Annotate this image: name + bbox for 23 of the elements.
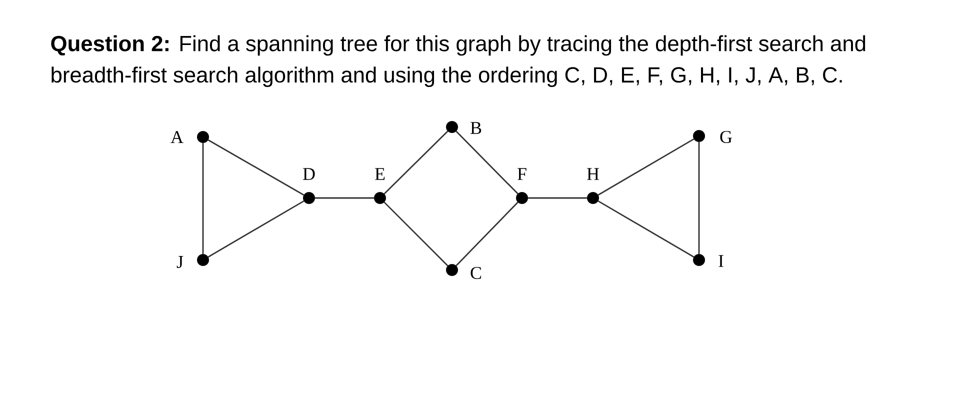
vertex-label: A <box>170 131 184 143</box>
vertex-label: B <box>470 122 482 134</box>
graph-edge <box>208 139 304 196</box>
graph-edge <box>456 130 518 194</box>
graph-edge <box>384 130 448 194</box>
question-text: Question 2: Find a spanning tree for this graph by tracing the depth-first search and breadth-first search algorithm and using the ordering C, D, E, F, G, H, I, J, A, B, C. <box>51 35 866 87</box>
vertex-label: I <box>718 255 724 267</box>
vertex-label: C <box>470 266 482 280</box>
vertex-label: D <box>303 168 315 180</box>
graph-edge <box>528 197 588 199</box>
vertex-label: G <box>720 130 732 144</box>
vertex-label: H <box>587 168 599 180</box>
vertex-label: E <box>375 168 385 180</box>
graph-edge <box>384 202 448 266</box>
graph-edge <box>598 200 694 258</box>
graph-edge <box>314 197 374 199</box>
vertex-label: F <box>518 168 526 180</box>
graph-edge <box>208 200 304 258</box>
graph-edge <box>598 138 694 196</box>
graph-edge <box>202 142 204 254</box>
vertex-label: J <box>176 256 184 268</box>
graph-edge <box>456 202 518 266</box>
graph-edge <box>698 142 700 254</box>
